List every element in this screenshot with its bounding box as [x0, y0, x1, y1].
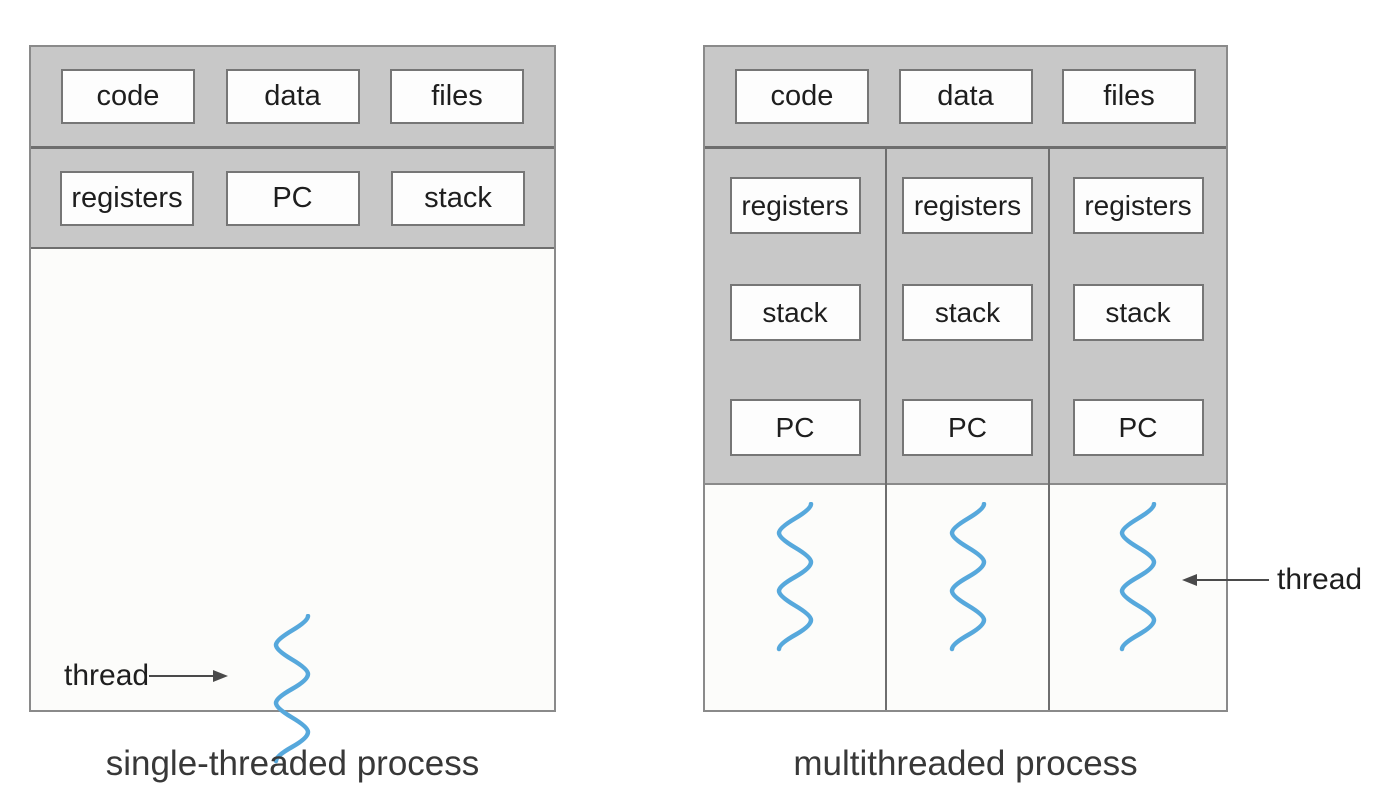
data-label: data: [264, 80, 321, 112]
data-box: data: [225, 69, 360, 124]
multithreaded-process-box: code data files registers stack PC: [703, 45, 1228, 712]
thread-callout: thread: [64, 659, 229, 693]
code-box: code: [61, 69, 195, 124]
files-label: files: [1103, 80, 1155, 112]
code-box: code: [735, 69, 869, 124]
single-threaded-caption: single-threaded process: [105, 744, 480, 783]
thread-column-3: registers stack PC: [1050, 149, 1226, 710]
pc-label: PC: [948, 411, 987, 443]
registers-label: registers: [1084, 189, 1192, 221]
registers-label: registers: [913, 189, 1022, 221]
thread-state-band: registers PC stack: [31, 149, 554, 249]
thread-column-2: registers stack PC: [887, 149, 1050, 710]
arrow-line: [1197, 579, 1269, 581]
stack-box: stack: [1072, 284, 1204, 341]
thread-columns: registers stack PC registers: [705, 149, 1226, 710]
stack-box: stack: [391, 170, 525, 226]
thread-area: [1050, 485, 1226, 710]
pc-label: PC: [272, 181, 313, 214]
thread-label: thread: [64, 659, 150, 692]
code-label: code: [770, 80, 834, 112]
registers-box: registers: [729, 177, 861, 234]
thread-area: [887, 485, 1048, 710]
pc-label: PC: [775, 411, 815, 443]
arrow-line: [149, 675, 214, 677]
registers-box: registers: [60, 170, 194, 226]
stack-label: stack: [762, 296, 828, 328]
arrow-right-icon: [213, 670, 229, 682]
data-box: data: [898, 69, 1033, 124]
stack-label: stack: [1105, 296, 1171, 328]
files-box: files: [390, 69, 524, 124]
thread-state-section: registers stack PC: [887, 149, 1048, 485]
registers-label: registers: [71, 181, 183, 214]
thread-squiggle-icon: [273, 614, 311, 764]
arrow-left-icon: [1182, 574, 1197, 586]
stack-box: stack: [902, 284, 1033, 341]
files-label: files: [431, 80, 483, 112]
stack-label: stack: [424, 181, 492, 214]
pc-box: PC: [1072, 399, 1204, 456]
thread-state-section: registers stack PC: [705, 149, 885, 485]
pc-box: PC: [902, 399, 1033, 456]
pc-box: PC: [729, 399, 861, 456]
multithreaded-caption: multithreaded process: [793, 744, 1138, 783]
registers-label: registers: [741, 189, 849, 221]
single-threaded-process-box: code data files registers PC stack threa…: [29, 45, 556, 764]
stack-label: stack: [934, 296, 1001, 328]
data-label: data: [937, 80, 994, 112]
thread-squiggle-icon: [1119, 502, 1157, 652]
pc-label: PC: [1118, 411, 1158, 443]
thread-state-section: registers stack PC: [1050, 149, 1226, 485]
shared-resources-band: code data files: [705, 47, 1226, 149]
thread-area: [705, 485, 885, 710]
registers-box: registers: [1072, 177, 1204, 234]
thread-squiggle-icon: [776, 502, 814, 652]
thread-squiggle-icon: [949, 502, 986, 652]
registers-box: registers: [902, 177, 1033, 234]
thread-callout: thread: [1182, 563, 1362, 597]
shared-resources-band: code data files: [31, 47, 554, 149]
pc-box: PC: [225, 170, 360, 226]
thread-column-1: registers stack PC: [705, 149, 887, 710]
thread-area: thread: [31, 249, 554, 764]
thread-label: thread: [1277, 563, 1363, 596]
stack-box: stack: [729, 284, 861, 341]
code-label: code: [96, 80, 160, 112]
files-box: files: [1062, 69, 1196, 124]
